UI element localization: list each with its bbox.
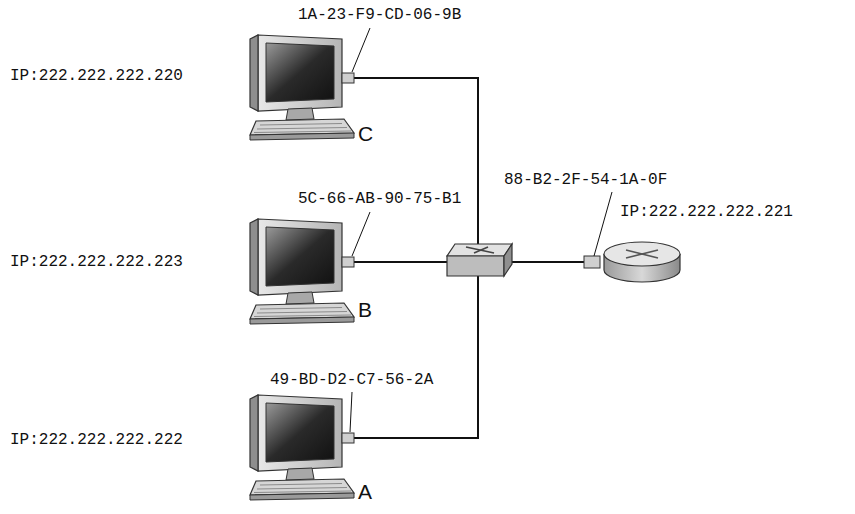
computer-b [250, 219, 354, 324]
host-letter: B [358, 298, 372, 322]
mac-address: 1A-23-F9-CD-06-9B [298, 5, 461, 25]
ip-address: IP:222.222.222.222 [10, 430, 183, 450]
router-symbol [584, 242, 680, 282]
mac-address: 49-BD-D2-C7-56-2A [270, 370, 433, 390]
ip-address: IP:222.222.222.223 [10, 252, 183, 272]
switch-symbol [447, 244, 512, 276]
ip-address: IP:222.222.222.221 [620, 202, 793, 222]
host-letter: A [358, 480, 372, 504]
computer-c [250, 35, 354, 140]
mac-address: 5C-66-AB-90-75-B1 [298, 189, 461, 209]
ip-address: IP:222.222.222.220 [10, 66, 183, 86]
computer-a [250, 395, 354, 500]
host-letter: C [358, 122, 373, 146]
mac-address: 88-B2-2F-54-1A-0F [504, 170, 667, 190]
